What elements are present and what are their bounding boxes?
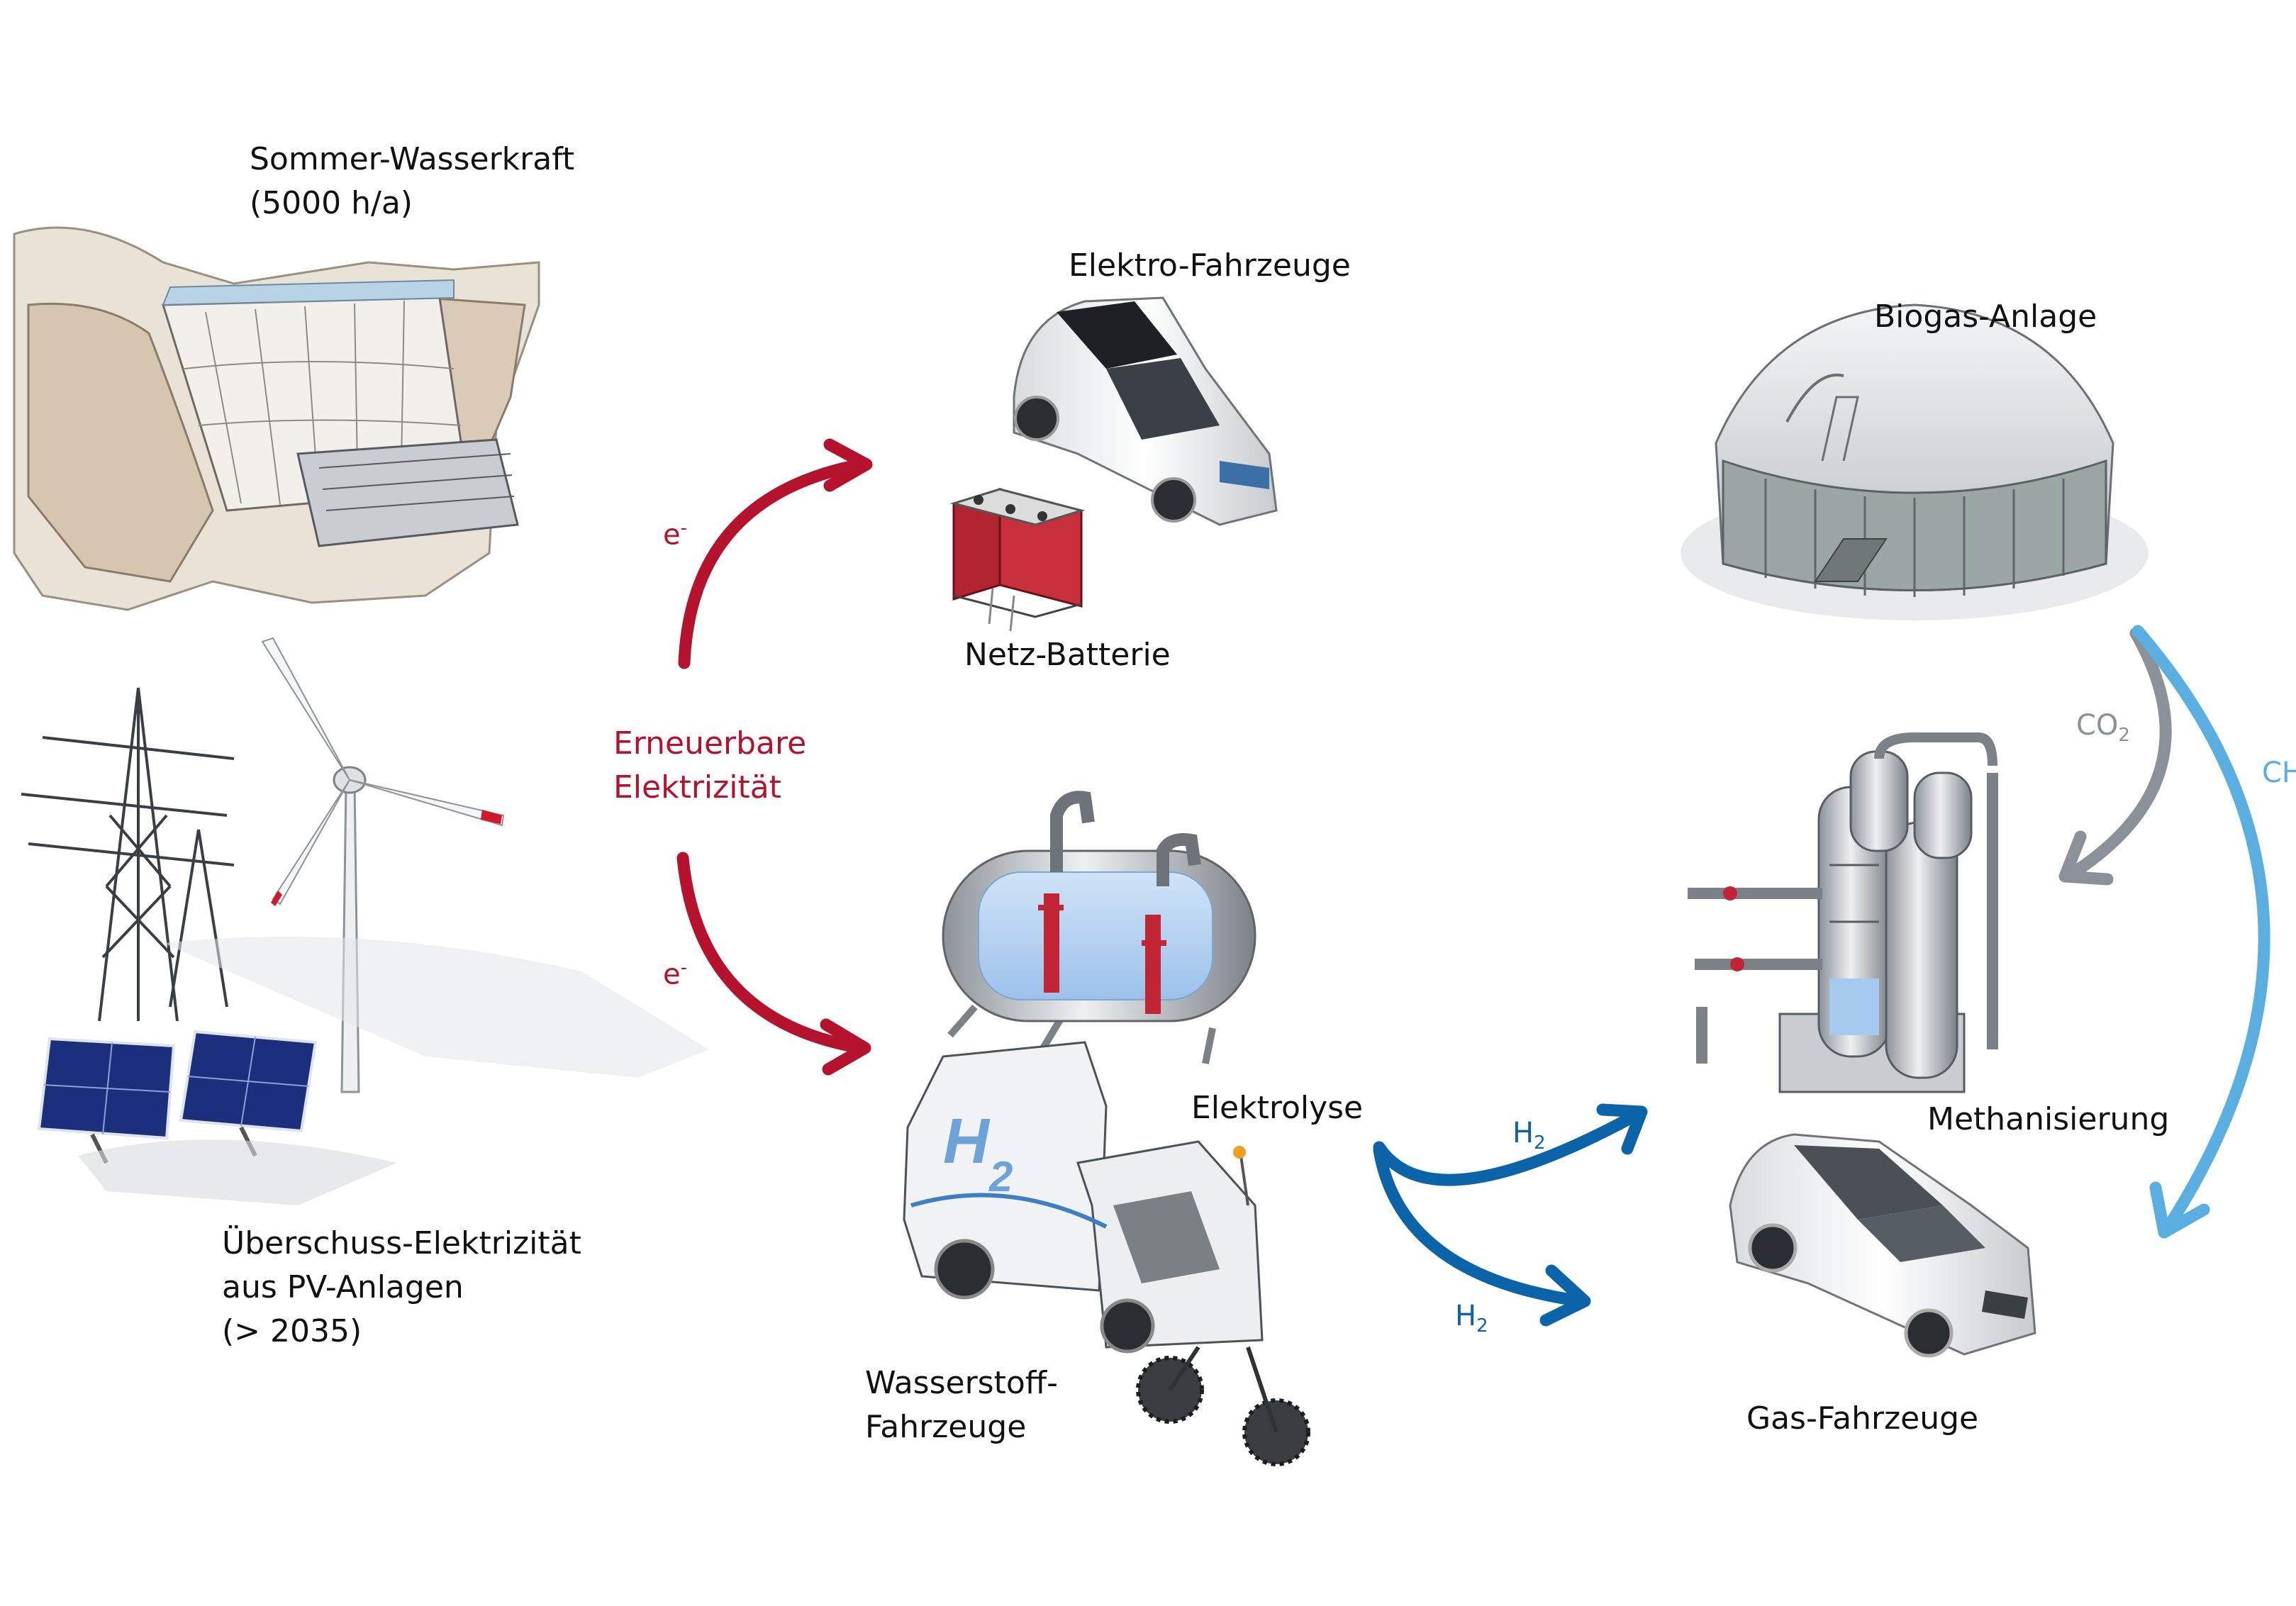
hydro-label-line-2: (5000 h/a) xyxy=(250,185,413,221)
electricity-arrow-down xyxy=(676,852,871,1076)
methane-arrow xyxy=(2131,625,2270,1239)
h2-subscript: 2 xyxy=(1476,1315,1488,1337)
hydro-label: Sommer-Wasserkraft (5000 h/a) xyxy=(250,138,574,225)
electricity-arrow-up xyxy=(678,438,873,669)
hydrogen-arrow-up xyxy=(1373,1103,1648,1186)
pv-label-line-2: aus PV-Anlagen xyxy=(222,1269,464,1305)
renewable-label: Erneuerbare Elektrizität xyxy=(613,722,806,810)
ev-label: Elektro-Fahrzeuge xyxy=(1069,247,1351,284)
h2-symbol: H xyxy=(1512,1117,1534,1149)
co2-arrow xyxy=(2058,627,2172,886)
co2-label: CO2 xyxy=(2076,709,2130,746)
hydro-label-line-1: Sommer-Wasserkraft xyxy=(250,141,575,177)
co2-symbol: CO xyxy=(2076,709,2119,742)
battery-label: Netz-Batterie xyxy=(964,637,1171,673)
electron-symbol: e xyxy=(663,518,681,552)
h2-vehicles-label-line-2: Fahrzeuge xyxy=(865,1409,1027,1445)
svg-text:2: 2 xyxy=(988,1153,1013,1200)
h2-symbol: H xyxy=(1455,1300,1477,1332)
renewable-label-line-1: Erneuerbare xyxy=(613,725,807,762)
h2-vehicles-label-line-1: Wasserstoff- xyxy=(865,1365,1058,1401)
electrolyser-tank-icon xyxy=(942,791,1256,1064)
pv-label: Überschuss-Elektrizität aus PV-Anlagen (… xyxy=(222,1222,581,1354)
electrolysis-label: Elektrolyse xyxy=(1191,1090,1364,1126)
pv-label-line-3: (> 2035) xyxy=(222,1313,362,1349)
solar-panel-icon xyxy=(37,1030,397,1205)
electron-symbol: e xyxy=(663,958,681,991)
electron-superscript: - xyxy=(680,518,687,539)
co2-subscript: 2 xyxy=(2118,725,2130,746)
biogas-dome-icon xyxy=(1681,303,2149,620)
renewable-label-line-2: Elektrizität xyxy=(613,769,781,805)
h2-subscript: 2 xyxy=(1534,1132,1546,1154)
electron-label-lower: e- xyxy=(663,957,687,991)
hydrogen-sweeper-icon: H 2 xyxy=(903,1041,1310,1466)
gas-car-icon xyxy=(1729,1133,2036,1358)
electron-label-upper: e- xyxy=(663,518,687,551)
h2-label-lower: H2 xyxy=(1455,1300,1488,1337)
pv-label-line-1: Überschuss-Elektrizität xyxy=(222,1225,581,1261)
biogas-label: Biogas-Anlage xyxy=(1874,299,2097,335)
h2-label-upper: H2 xyxy=(1512,1117,1546,1154)
gas-vehicles-label: Gas-Fahrzeuge xyxy=(1746,1400,1979,1437)
methanation-label: Methanisierung xyxy=(1927,1101,2170,1137)
ch4-label-partial: CH xyxy=(2262,757,2296,789)
power-pylon-icon xyxy=(21,687,235,1022)
svg-text:H: H xyxy=(943,1106,991,1177)
hydrogen-arrow-down xyxy=(1373,1144,1591,1327)
electron-superscript: - xyxy=(680,957,687,978)
electric-car-icon xyxy=(1013,296,1278,526)
hydro-dam-icon xyxy=(13,226,540,611)
turbine-shadow xyxy=(163,937,709,1078)
h2-vehicles-label: Wasserstoff- Fahrzeuge xyxy=(865,1361,1058,1449)
methanation-reactor-icon xyxy=(1688,732,1998,1093)
battery-icon xyxy=(949,487,1086,632)
